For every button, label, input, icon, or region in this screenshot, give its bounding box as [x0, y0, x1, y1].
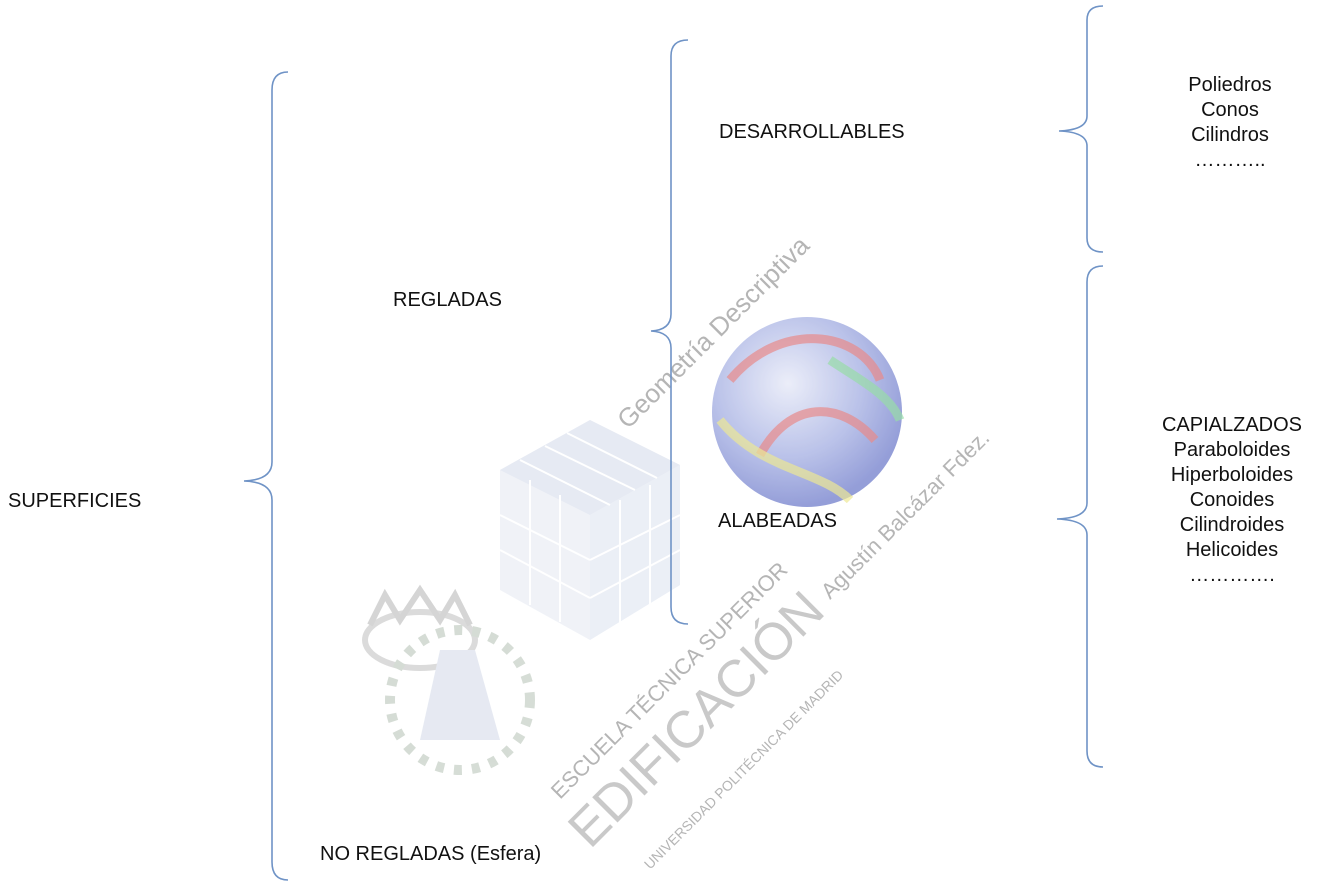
list-item: Conos	[1201, 99, 1259, 121]
list-item: ………….	[1189, 564, 1275, 586]
list-item: Cilindroides	[1179, 514, 1285, 536]
list-item: Hiperboloides	[1170, 464, 1294, 486]
root-label: SUPERFICIES	[8, 490, 142, 512]
brace-regladas	[650, 39, 689, 625]
list-item: Poliedros	[1188, 74, 1272, 96]
list-item: Helicoides	[1185, 539, 1279, 561]
desarrollables-label: DESARROLLABLES	[719, 121, 905, 143]
brace-alabeadas	[1056, 265, 1104, 768]
no-regladas-title: NO REGLADAS	[320, 843, 465, 865]
no-regladas-note: (Esfera)	[470, 843, 542, 865]
list-item: Conoides	[1189, 489, 1275, 511]
brace-superficies	[243, 71, 289, 881]
regladas-label: REGLADAS	[393, 289, 502, 311]
no-regladas-label: NO REGLADAS (Esfera)	[320, 842, 541, 866]
alabeadas-label: ALABEADAS	[718, 510, 837, 532]
desarrollables-list: Poliedros Conos Cilindros ………..	[1160, 73, 1300, 173]
list-item: ………..	[1194, 149, 1266, 171]
list-item: Paraboloides	[1173, 439, 1291, 461]
list-item: Cilindros	[1191, 124, 1269, 146]
alabeadas-list: CAPIALZADOS Paraboloides Hiperboloides C…	[1157, 413, 1307, 588]
list-item: CAPIALZADOS	[1161, 414, 1303, 436]
brace-desarrollables	[1058, 5, 1104, 253]
